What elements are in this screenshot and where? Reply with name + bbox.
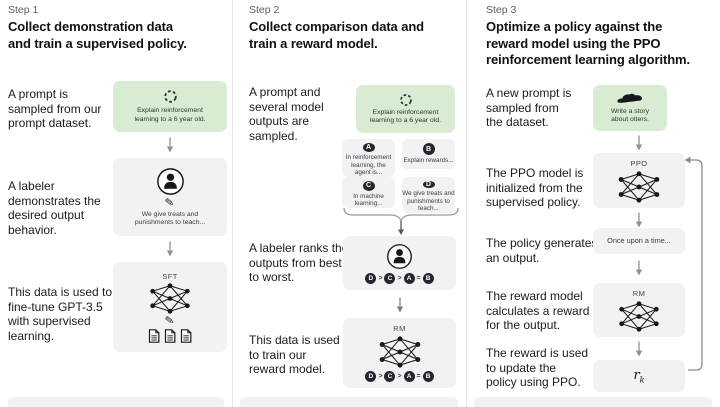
labeler-note: We give treats and punishments to teach.…	[134, 210, 206, 226]
rank-badge: D	[365, 371, 377, 382]
rank-badge: D	[365, 272, 377, 284]
prompt-card: Explain reinforcement learning to a 6 ye…	[113, 81, 227, 132]
rank-separator: =	[416, 373, 421, 380]
reward-symbol: rk	[633, 367, 645, 385]
ranking-sequence: D > C > A = B	[365, 272, 434, 284]
pencil-icon: ✎	[164, 196, 176, 210]
model-label: RM	[632, 288, 646, 298]
bottom-strip	[474, 397, 712, 407]
output-letter-badge: A	[362, 143, 375, 153]
description-text: The PPO model is initialized from the su…	[486, 166, 584, 210]
down-arrow-icon	[166, 137, 174, 153]
output-text: We give treats and punishments to teach.…	[402, 190, 455, 213]
description-text: This data is used to train our reward mo…	[249, 333, 340, 377]
generated-output-text: Once upon a time...	[607, 235, 671, 245]
neural-network-icon	[617, 171, 661, 203]
labeler-icon	[386, 243, 413, 270]
step-1-column: Step 1 Collect demonstration data and tr…	[0, 0, 232, 407]
document-icon	[148, 329, 160, 343]
bottom-strip	[8, 397, 224, 407]
labeler-icon	[156, 167, 185, 196]
model-label: PPO	[630, 158, 648, 168]
rank-separator: >	[378, 274, 383, 282]
column-title: Collect comparison data and train a rewa…	[249, 19, 425, 51]
prompt-card: Write a story about otters.	[593, 85, 667, 131]
brace-icon	[343, 207, 459, 235]
document-icon	[180, 329, 192, 343]
down-arrow-icon	[635, 341, 643, 357]
output-card-d: D We give treats and punishments to teac…	[402, 177, 455, 213]
labeler-demo-card: ✎ We give treats and punishments to teac…	[113, 158, 227, 236]
output-text: In reinforcement learning, the agent is.…	[345, 154, 392, 177]
rank-separator: >	[378, 373, 383, 380]
prompt-text: Explain reinforcement learning to a 6 ye…	[134, 107, 206, 123]
rank-badge: C	[384, 272, 396, 284]
step-label: Step 1	[8, 4, 39, 16]
reward-model-card: RM	[593, 283, 685, 337]
reward-value-card: rk	[593, 360, 685, 392]
generated-output-card: Once upon a time...	[593, 228, 685, 254]
output-card-b: B Explain rewards...	[402, 139, 455, 169]
rank-badge: B	[422, 272, 434, 284]
column-divider	[232, 0, 233, 407]
neural-network-icon	[149, 283, 191, 314]
description-text: The reward is used to update the policy …	[486, 346, 589, 390]
output-letter-badge: D	[422, 181, 435, 189]
document-icon	[164, 329, 176, 343]
otter-icon	[616, 92, 644, 106]
bottom-strip	[240, 397, 458, 407]
output-card-c: C In machine learning...	[342, 177, 395, 208]
prompt-text: Write a story about otters.	[610, 107, 650, 123]
sample-icon	[163, 89, 178, 104]
prompt-card: Explain reinforcement learning to a 6 ye…	[356, 85, 455, 133]
step-label: Step 2	[249, 4, 280, 16]
column-divider	[466, 0, 467, 407]
labeler-ranking-card: D > C > A = B	[343, 236, 456, 290]
pencil-icon: ✎	[164, 313, 176, 328]
description-text: A new prompt is sampled from the dataset…	[486, 86, 572, 130]
rank-badge: A	[403, 272, 415, 284]
down-arrow-icon	[635, 212, 643, 228]
down-arrow-icon	[635, 135, 643, 151]
model-label: RM	[393, 324, 406, 333]
loop-arrow-icon	[684, 156, 703, 371]
rank-badge: B	[422, 371, 434, 382]
column-title: Collect demonstration data and train a s…	[8, 19, 187, 51]
rank-badge: A	[403, 371, 415, 382]
model-label: SFT	[162, 271, 178, 281]
rank-separator: >	[397, 373, 402, 380]
description-text: The policy generates an output.	[486, 236, 598, 265]
rank-separator: =	[416, 274, 421, 282]
output-text: In machine learning...	[353, 192, 384, 208]
ppo-model-card: PPO	[593, 153, 685, 208]
description-text: A labeler demonstrates the desired outpu…	[8, 179, 101, 237]
output-card-a: A In reinforcement learning, the agent i…	[342, 139, 395, 177]
output-text: Explain rewards...	[403, 157, 454, 164]
down-arrow-icon	[635, 260, 643, 276]
down-arrow-icon	[396, 297, 404, 313]
column-title: Optimize a policy against the reward mod…	[486, 19, 691, 68]
ranking-sequence: D > C > A = B	[365, 371, 434, 382]
down-arrow-icon	[166, 241, 174, 257]
prompt-text: Explain reinforcement learning to a 6 ye…	[369, 108, 442, 124]
step-3-column: Step 3 Optimize a policy against the rew…	[466, 0, 720, 407]
description-text: This data is used to fine-tune GPT-3.5 w…	[8, 285, 113, 343]
documents-row	[148, 329, 192, 343]
output-letter-badge: C	[362, 181, 375, 191]
rank-badge: C	[384, 371, 396, 382]
step-label: Step 3	[486, 4, 517, 16]
output-letter-badge: B	[422, 143, 435, 155]
sft-model-card: SFT ✎	[113, 262, 227, 352]
reward-model-card: RM D > C > A = B	[343, 318, 456, 388]
description-text: A prompt and several model outputs are s…	[249, 85, 324, 143]
description-text: The reward model calculates a reward for…	[486, 289, 590, 333]
rank-separator: >	[397, 274, 402, 282]
neural-network-icon	[378, 336, 422, 368]
neural-network-icon	[618, 301, 660, 332]
step-2-column: Step 2 Collect comparison data and train…	[232, 0, 466, 407]
sample-icon	[399, 93, 413, 107]
description-text: A prompt is sampled from our prompt data…	[8, 87, 102, 131]
